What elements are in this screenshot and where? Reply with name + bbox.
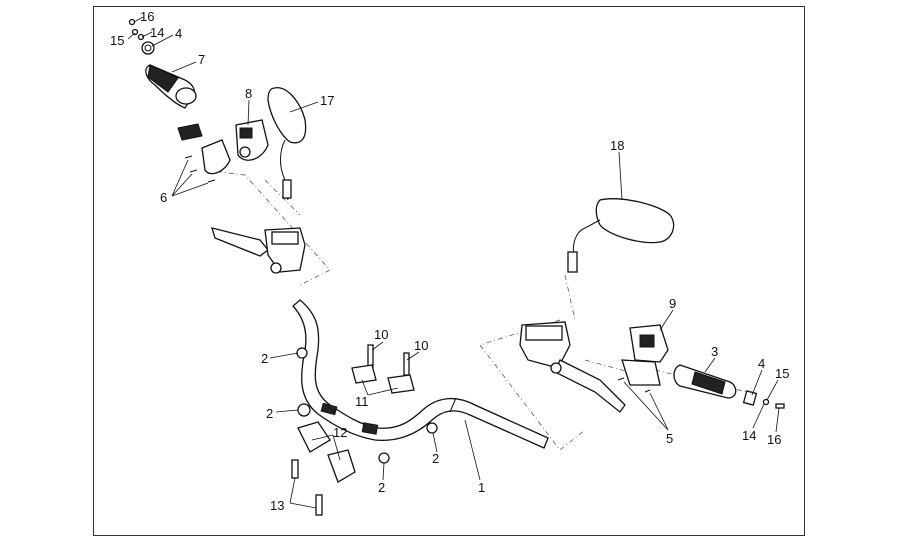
callout-7: 7	[198, 52, 205, 67]
callout-8: 8	[245, 86, 252, 101]
callout-15-right: 15	[775, 366, 789, 381]
drawing-frame	[93, 6, 805, 536]
callout-18: 18	[610, 138, 624, 153]
right-grip	[673, 364, 737, 399]
callout-16-right: 16	[767, 432, 781, 447]
left-master-cylinder	[211, 227, 306, 274]
callout-15: 15	[110, 33, 124, 48]
callout-2-right: 2	[432, 451, 439, 466]
callout-13: 13	[270, 498, 284, 513]
handlebar	[292, 299, 549, 449]
left-mirror	[267, 87, 307, 201]
leader-lines	[127, 16, 780, 509]
left-switch-assembly	[177, 119, 269, 183]
callout-10-right: 10	[414, 338, 428, 353]
riser-clamps	[291, 344, 415, 516]
callout-2-upper: 2	[261, 351, 268, 366]
callout-10-left: 10	[374, 327, 388, 342]
callout-labels: 16 15 14 4 7 8 17 6 18 9 3 4 15 14 16 5 …	[110, 9, 789, 513]
callout-5: 5	[666, 431, 673, 446]
callout-6: 6	[160, 190, 167, 205]
callout-4: 4	[175, 26, 182, 41]
callout-14: 14	[150, 25, 164, 40]
right-master-cylinder	[519, 321, 626, 413]
callout-1: 1	[478, 480, 485, 495]
right-mirror	[567, 198, 675, 273]
left-grip	[145, 64, 197, 109]
grip-end-parts-right	[742, 390, 785, 409]
callout-11: 11	[355, 394, 369, 409]
callout-2-lower: 2	[378, 480, 385, 495]
callout-4-right: 4	[758, 356, 765, 371]
callout-2-middle: 2	[266, 406, 273, 421]
callout-3: 3	[711, 344, 718, 359]
callout-12: 12	[333, 425, 347, 440]
callout-14-right: 14	[742, 428, 756, 443]
callout-17: 17	[320, 93, 334, 108]
callout-9: 9	[669, 296, 676, 311]
right-switch-assembly	[617, 324, 669, 393]
callout-16: 16	[140, 9, 154, 24]
